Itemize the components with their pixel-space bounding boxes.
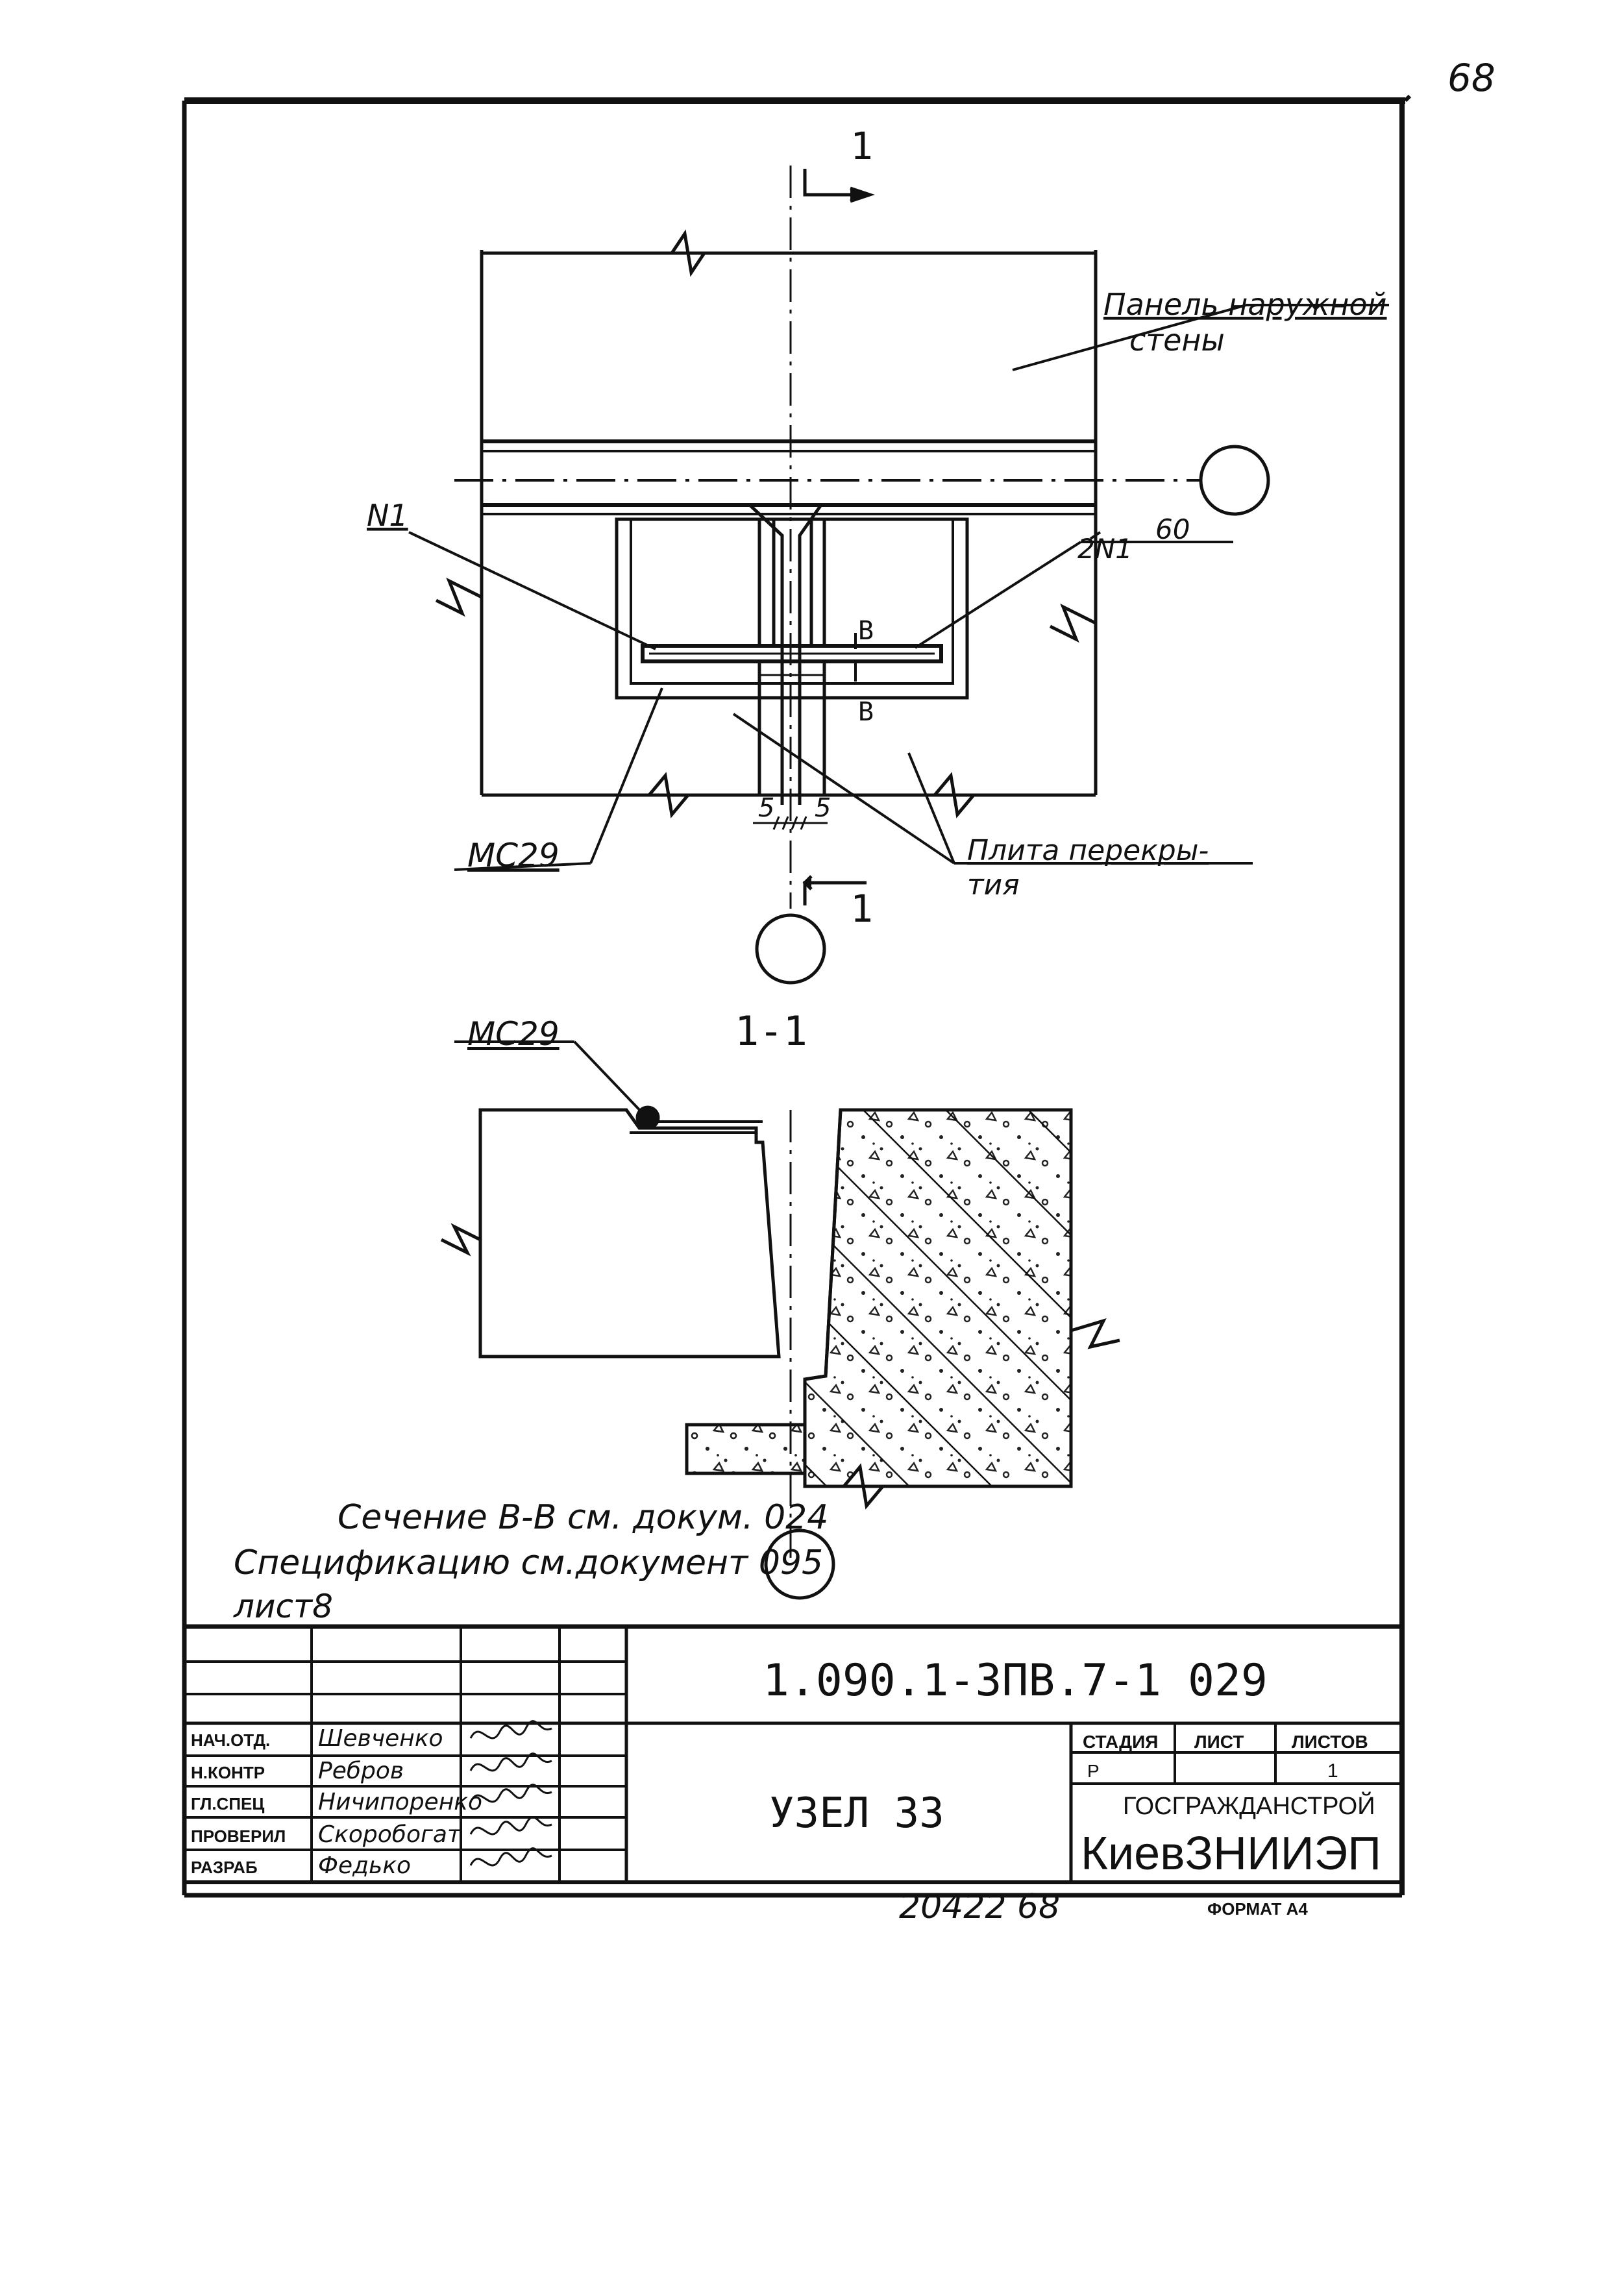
section-mark-top-label: 1 (850, 124, 873, 168)
section-mark-bottom-label: 1 (850, 887, 873, 931)
signature-role: ПРОВЕРИЛ (191, 1826, 286, 1846)
signature-scribble (469, 1752, 552, 1772)
sheet-number-mark: 68 (1447, 56, 1495, 100)
format-label: ФОРМАТ А4 (1207, 1899, 1308, 1919)
label-slab-line2: тия (967, 868, 1020, 902)
note-line-2: Спецификацию см.документ 095 (234, 1543, 823, 1582)
label-panel-line1: Панель наружной (1103, 287, 1387, 322)
label-mc29-section: МС29 (467, 1015, 560, 1053)
dimension-left: 5 (758, 793, 774, 823)
plan-view (408, 166, 1389, 985)
note-line-3: лист8 (233, 1588, 333, 1625)
signature-name: Шевченко (318, 1725, 443, 1752)
signature-name: Ничипоренко (318, 1789, 482, 1815)
label-b-bottom: В (858, 697, 874, 727)
section-title: 1-1 (735, 1007, 807, 1055)
label-n1: N1 (367, 498, 408, 533)
dimension-right: 5 (815, 793, 831, 823)
section-view (440, 1040, 1120, 1600)
drawing-name: УЗЕЛ 33 (769, 1789, 944, 1837)
signature-scribble (469, 1720, 552, 1739)
organization-line-1: ГОСГРАЖДАНСТРОЙ (1123, 1791, 1375, 1820)
signature-scribble (469, 1847, 552, 1867)
sheets-value: 1 (1327, 1760, 1338, 1782)
drawing-frame (182, 94, 1412, 1898)
signature-name: Ребров (318, 1758, 404, 1784)
signature-scribble (469, 1784, 552, 1803)
signature-role: РАЗРАБ (191, 1858, 258, 1877)
sheet-header: ЛИСТ (1194, 1732, 1244, 1752)
note-line-1: Сечение В-В см. докум. 024 (338, 1498, 828, 1537)
signature-name: Скоробогат (318, 1821, 461, 1848)
label-panel-line2: стены (1129, 323, 1225, 358)
sheets-header: ЛИСТОВ (1292, 1732, 1368, 1752)
signature-role: ГЛ.СПЕЦ (191, 1794, 264, 1813)
stage-value: Р (1087, 1761, 1100, 1781)
signature-name: Федько (318, 1852, 411, 1879)
label-slab-line1: Плита перекры- (967, 834, 1209, 867)
document-code: 1.090.1-3ПВ.7-1 029 (763, 1655, 1268, 1706)
stage-header: СТАДИЯ (1083, 1732, 1158, 1752)
organization-line-2: КиевЗНИИЭП (1081, 1828, 1381, 1880)
title-block (184, 1624, 1402, 1884)
inventory-number: 20422 68 (899, 1887, 1060, 1926)
signature-role: НАЧ.ОТД. (191, 1730, 270, 1750)
signature-scribble (469, 1816, 552, 1836)
label-b-top: В (858, 616, 874, 646)
signature-role: Н.КОНТР (191, 1763, 265, 1782)
label-2n1: 2N1 (1077, 533, 1133, 565)
label-mc29-plan: МС29 (467, 837, 560, 874)
label-60: 60 (1155, 513, 1190, 545)
